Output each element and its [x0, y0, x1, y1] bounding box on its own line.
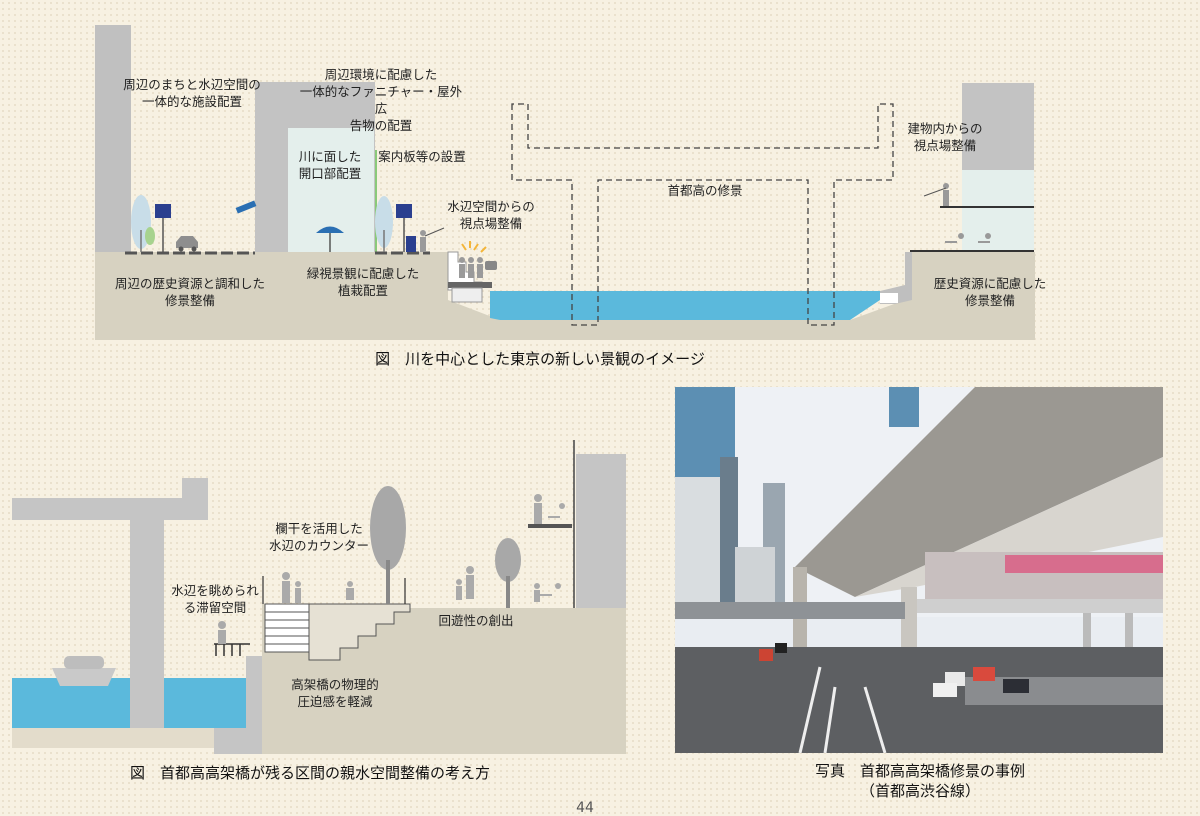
label-facility-layout: 周辺のまちと水辺空間の 一体的な施設配置 — [123, 77, 261, 109]
river-bank-right-edge — [880, 293, 898, 303]
pillar — [1125, 613, 1133, 673]
person-icon — [420, 230, 426, 236]
river-water — [490, 291, 880, 320]
water-bed — [12, 728, 214, 748]
overpass-deck — [795, 387, 1163, 597]
label-circulation: 回遊性の創出 — [438, 613, 514, 628]
cafe-people-icon — [943, 183, 991, 243]
building — [720, 457, 738, 607]
building-glass — [889, 387, 919, 427]
tree-trunk — [386, 560, 390, 604]
label-expressway: 首都高の修景 — [667, 183, 743, 198]
car-icon — [176, 236, 198, 248]
balcony-people-icon — [534, 494, 565, 524]
page-number: 44 — [576, 800, 594, 816]
label-counter: 欄干を活用した 水辺のカウンター — [268, 521, 369, 553]
balcony — [528, 524, 572, 528]
label-viewpoint-water: 水辺空間からの 視点場整備 — [447, 199, 535, 231]
parasol-icon — [316, 226, 344, 233]
people-icon — [456, 566, 561, 602]
storefront-sign — [1005, 555, 1163, 573]
right-building — [576, 454, 626, 608]
expressway-photo — [675, 387, 1163, 753]
tall-building-left — [95, 25, 131, 252]
photo-caption-line1: 写真 首都高高架橋修景の事例 — [814, 762, 1025, 780]
label-history-left: 周辺の歴史資源と調和した 修景整備 — [114, 276, 265, 308]
retaining-wall — [214, 656, 262, 754]
label-viewpoint-building: 建物内からの 視点場整備 — [907, 121, 983, 153]
car-icon — [973, 667, 995, 681]
stair-steps — [265, 611, 309, 645]
overhead-roadway — [675, 602, 905, 619]
tree-icon — [370, 486, 406, 570]
label-signboard: 案内板等の設置 — [378, 149, 466, 164]
car-icon — [1003, 679, 1029, 693]
tree-icon — [145, 227, 155, 245]
photo-caption-line2: （首都高渋谷線） — [859, 782, 980, 800]
sign-icon — [396, 204, 412, 218]
figure-1: 周辺のまちと水辺空間の 一体的な施設配置 周辺環境に配慮した 一体的なファニチャ… — [0, 0, 1200, 380]
river-landscape-illustration — [95, 25, 1035, 340]
label-history-right: 歴史資源に配慮した 修景整備 — [933, 276, 1047, 308]
label-planting: 緑視景観に配慮した 植栽配置 — [306, 266, 420, 298]
tree-icon — [495, 538, 521, 582]
stepped-seating — [308, 603, 411, 661]
billboard-icon — [235, 200, 257, 214]
person-body — [218, 630, 226, 644]
car-icon — [775, 643, 787, 653]
pillar — [1083, 613, 1091, 673]
label-pressure: 高架橋の物理的 圧迫感を軽減 — [291, 677, 379, 709]
car-icon — [933, 683, 957, 697]
viewpoint-rail — [923, 187, 947, 197]
expressway-outline — [511, 103, 894, 326]
photo-panel — [675, 387, 1163, 753]
sparkle-icon — [461, 241, 487, 253]
people-group-icon — [459, 257, 483, 278]
boat-cabin — [64, 656, 104, 669]
tree-trunk — [506, 576, 510, 608]
right-building-glass — [962, 170, 1034, 252]
figure-2-caption: 図 首都高高架橋が残る区間の親水空間整備の考え方 — [129, 764, 490, 782]
vending-machine-icon — [406, 236, 416, 252]
viewpoint-rail — [424, 227, 445, 237]
elevated-expressway — [12, 478, 208, 728]
car-icon — [759, 649, 773, 661]
label-stay-space: 水辺を眺められ る滞留空間 — [171, 583, 259, 615]
figure-2: 欄干を活用した 水辺のカウンター 水辺を眺められ る滞留空間 回遊性の創出 高架… — [0, 380, 640, 800]
boat-icon — [52, 668, 116, 686]
building — [675, 477, 725, 617]
road — [675, 647, 1163, 753]
figure-1-caption: 図 川を中心とした東京の新しい景観のイメージ — [375, 350, 705, 368]
median — [965, 677, 1163, 705]
people-icon — [282, 572, 354, 603]
person-icon — [218, 621, 226, 629]
camera-icon — [485, 261, 497, 270]
riverside-terrace-base — [451, 287, 483, 303]
railing — [214, 643, 250, 656]
car-wheel — [191, 246, 197, 252]
waterfront-section-illustration — [12, 440, 626, 754]
label-opening-layout: 川に面した 開口部配置 — [298, 149, 362, 181]
building — [735, 547, 775, 607]
car-icon — [945, 672, 965, 686]
tree-icon — [375, 196, 393, 248]
riverside-terrace — [448, 282, 492, 288]
person-body — [420, 237, 426, 252]
river-bank-right — [880, 252, 912, 304]
sign-icon — [155, 204, 171, 218]
label-furniture-layout: 周辺環境に配慮した 一体的なファニチャー・屋外広 告物の配置 — [299, 67, 463, 133]
car-wheel — [178, 246, 184, 252]
walkway — [915, 599, 1163, 613]
road-markings — [798, 666, 887, 753]
middle-building-glass — [288, 128, 374, 252]
ground-area — [95, 252, 1035, 340]
